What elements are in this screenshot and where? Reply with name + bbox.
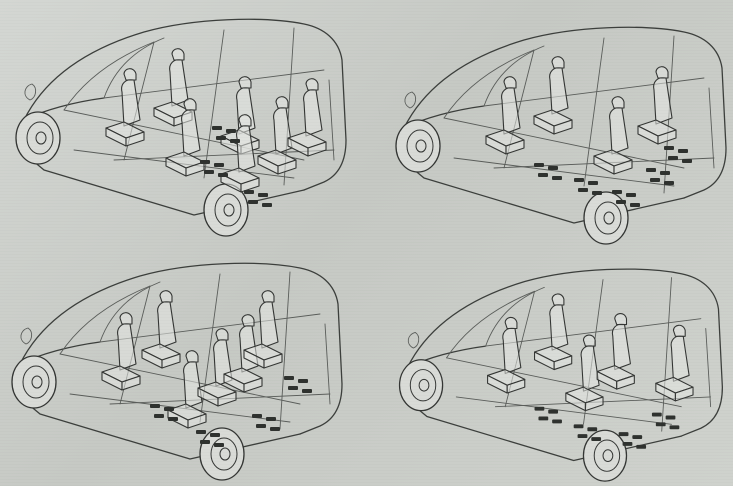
rear-wheel-icon — [199, 427, 245, 481]
rear-wheel-icon — [583, 191, 629, 245]
van-panel-top-left — [4, 10, 354, 240]
front-wheel-icon — [398, 359, 444, 412]
seat-row-2-icon — [565, 312, 635, 412]
rear-wheel-icon — [582, 429, 628, 482]
van-panel-bottom-left — [0, 254, 350, 484]
van-panel-top-right — [384, 18, 733, 248]
front-wheel-icon — [11, 355, 57, 409]
front-wheel-icon — [15, 111, 61, 165]
seat-row-3-icon — [223, 290, 283, 393]
seat-row-2-icon — [593, 96, 633, 175]
front-wheel-icon — [395, 119, 441, 173]
seat-row-3-icon — [655, 324, 694, 402]
seat-row-3-icon — [637, 66, 677, 145]
van-panel-bottom-right — [384, 260, 733, 485]
